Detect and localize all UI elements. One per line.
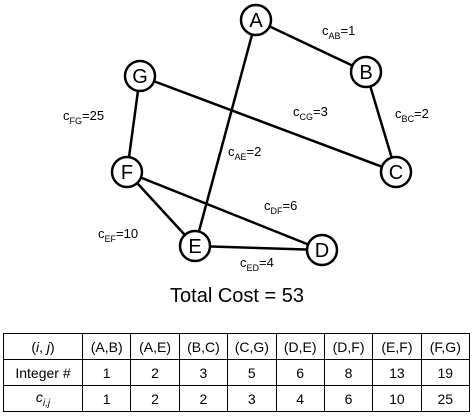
- edge-cost-label-bc: cBC=2: [395, 106, 429, 124]
- table-header-label: (i, j): [3, 333, 83, 360]
- table-column-header: (B,C): [178, 333, 229, 360]
- node-label: C: [389, 162, 403, 184]
- edge-BC: [364, 71, 398, 173]
- edge-AB: [255, 18, 367, 74]
- node-b: B: [349, 55, 383, 89]
- table-cell: 6: [275, 359, 325, 386]
- table-row-integer: Integer # 1 2 3 5 6 8 13 19: [3, 359, 471, 386]
- table-cell: 2: [178, 385, 229, 412]
- table-cell: 5: [227, 359, 277, 386]
- node-label: D: [315, 240, 329, 262]
- table-cell: 1: [81, 359, 132, 386]
- edge-ED: [194, 244, 323, 252]
- table-column-header: (F,G): [420, 333, 471, 360]
- edge-DF: [126, 170, 323, 252]
- edge-cost-label-cg: cCG=3: [293, 104, 328, 122]
- table-row-label-cost: ci,j: [3, 385, 83, 412]
- table-column-header: (D,F): [323, 333, 374, 360]
- table-row-cost: ci,j 1 2 2 3 4 6 10 25: [3, 385, 471, 412]
- node-label: A: [249, 10, 263, 32]
- table-column-header: (E,F): [372, 333, 422, 360]
- node-d: D: [305, 233, 339, 267]
- table-row-label: Integer #: [3, 359, 83, 386]
- node-f: F: [110, 155, 144, 189]
- node-label: G: [132, 66, 148, 88]
- node-e: E: [178, 229, 212, 263]
- total-cost: Total Cost = 53: [170, 285, 304, 307]
- table-cell: 2: [130, 385, 180, 412]
- edge-cost-label-ab: cAB=1: [322, 23, 355, 41]
- edge-cost-label-ed: cED=4: [240, 255, 274, 273]
- table-cell: 8: [323, 359, 374, 386]
- node-label: E: [188, 236, 201, 258]
- table-column-header: (C,G): [227, 333, 277, 360]
- edge-EF: [126, 171, 196, 247]
- table-cell: 3: [178, 359, 229, 386]
- edge-cost-label-ef: cEF=10: [98, 226, 138, 244]
- node-label: F: [121, 162, 133, 184]
- table-cell: 19: [420, 359, 471, 386]
- table-cell: 13: [372, 359, 422, 386]
- table-column-header: (A,E): [130, 333, 180, 360]
- edge-cost-label-fg: cFG=25: [63, 108, 104, 126]
- graph-diagram: cAB=1 cAE=2 cBC=2 cCG=3 cDF=6 cED=4 cEF=10 cFG=…: [63, 3, 429, 273]
- table-cell: 4: [275, 385, 325, 412]
- node-a: A: [239, 3, 273, 37]
- table-cell: 25: [420, 385, 471, 412]
- node-c: C: [379, 155, 413, 189]
- node-g: G: [123, 59, 157, 93]
- table-cell: 1: [81, 385, 132, 412]
- table-header-row: (i, j) (A,B) (A,E) (B,C) (C,G) (D,E) (D,…: [3, 333, 471, 360]
- table-cell: 2: [130, 359, 180, 386]
- table-column-header: (A,B): [81, 333, 132, 360]
- edge-cost-label-df: cDF=6: [264, 198, 297, 216]
- table-column-header: (D,E): [275, 333, 325, 360]
- edge-AE: [193, 19, 258, 247]
- table-cell: 10: [372, 385, 422, 412]
- table-cell: 3: [227, 385, 277, 412]
- cost-table: (i, j) (A,B) (A,E) (B,C) (C,G) (D,E) (D,…: [3, 333, 471, 412]
- edge-CG: [139, 74, 397, 174]
- node-label: B: [359, 62, 372, 84]
- edge-cost-label-ae: cAE=2: [228, 144, 261, 162]
- table-cell: 6: [323, 385, 374, 412]
